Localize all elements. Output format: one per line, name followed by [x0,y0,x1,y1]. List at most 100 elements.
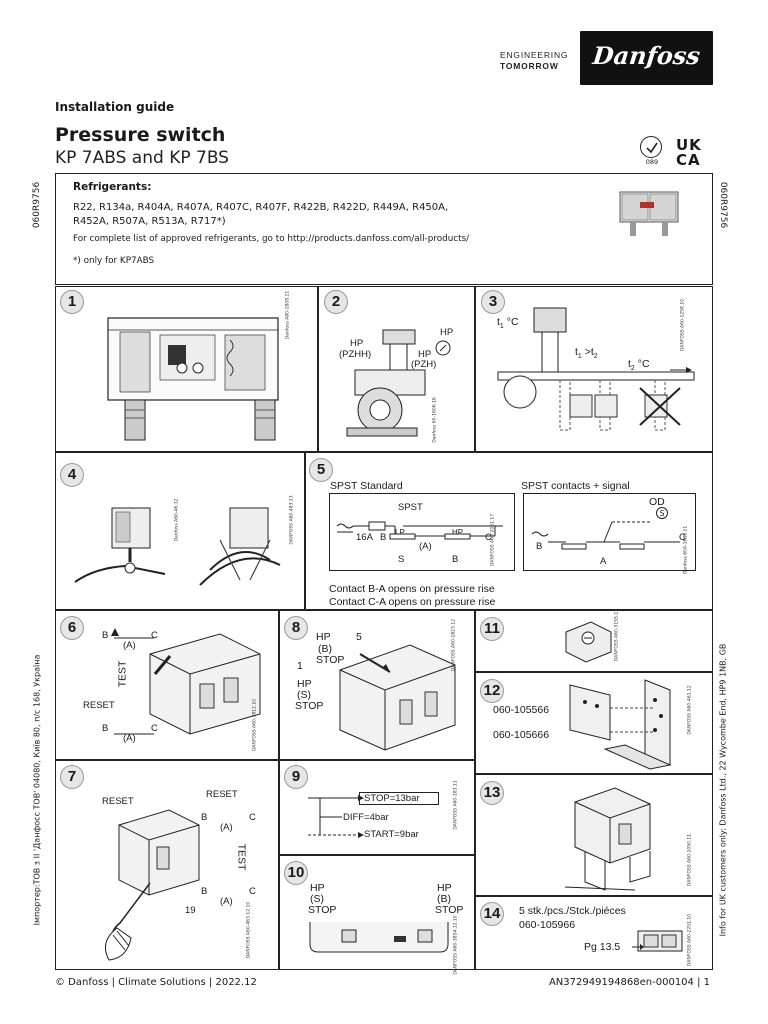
hp-setting-diagram [339,644,456,751]
t2-label: t2 °C [628,358,650,373]
wall-bracket-mounting-diagram [564,787,651,891]
refrigerants-heading: Refrigerants: [73,181,152,193]
hp-pzh-label: (PZH) [411,359,437,370]
section-4-frame [55,452,305,610]
spst-signal-title: SPST contacts + signal [521,480,630,492]
left-doc-code: 060R9756 [32,181,42,229]
s8-screw-1: 1 [297,660,303,672]
ukca-line-1: UK [676,136,702,154]
temperature-condition: t1 >t2 [575,346,598,361]
s7-contact-b-2: B [201,886,208,897]
section-8-code: DANFOSS A60-1823.12 [451,618,457,672]
section-6-code: DANFOSS A60-3812.10 [252,698,258,752]
s10-b-label: (B) [437,893,451,905]
bracket-part-1: 060-105566 [493,704,550,716]
wrench-mounting-diagram [74,507,281,586]
s7-contact-a-2: (A) [220,896,233,907]
cert-number: 089 [645,158,659,166]
bracket-part-2: 060-105666 [493,729,550,741]
doc-type: Installation guide [55,100,175,114]
s6-contact-b-2: B [102,723,109,734]
danfoss-logo-text: Danfoss [591,41,702,70]
section-6-frame [55,610,279,760]
section-1-frame [55,286,318,452]
s10-stop-label-2: STOP [435,904,464,916]
s6-reset-label: RESET [83,700,115,711]
s8-stop-label-2: STOP [295,700,324,712]
diff-value: DIFF=4bar [343,812,389,823]
refrigerants-list: R22, R134a, R404A, R407A, R407C, R407F, … [73,202,449,227]
ukca-line-2: CA [676,151,701,169]
hp-label-1: HP [350,338,364,349]
danfoss-logo: Danfoss [580,31,713,85]
contact-b-bottom: B [452,554,459,565]
s6-contact-a-1: (A) [123,640,136,651]
contact-a-right: A [600,556,607,567]
section-14-frame [475,896,713,970]
spst-signal-circuit [531,521,680,550]
cable-gland-diagram [632,930,683,952]
s7-reset-label-1: RESET [102,796,134,807]
engineering-tomorrow-tagline: ENGINEERING TOMORROW [500,50,570,72]
switch-internal-diagram [107,317,279,441]
right-doc-code: 060R9756 [718,181,728,229]
section-10-number: 10 [284,861,308,885]
section-13-number: 13 [480,781,504,805]
ukca-mark: UK CA [676,138,702,168]
section-14-code: DANFOSS A60-2251.10 [687,913,693,967]
s7-reset-label-2: RESET [206,789,238,800]
section-4-number: 4 [60,463,84,487]
s7-contact-b-1: B [201,812,208,823]
refrigerants-note: *) only for KP7ABS [73,256,155,266]
section-9-frame [279,760,475,855]
section-13-frame [475,774,713,896]
s8-s-label: (S) [297,689,311,701]
section-12-code: DANFOSS A60-461.12 [687,685,693,735]
s10-hp-label-2: HP [437,882,452,894]
t1-label: t1 °C [497,316,519,331]
gland-part-number: 060-105966 [519,919,576,931]
section-5-frame [305,452,713,610]
switch-front-panel [309,922,449,953]
compressor-diagram [346,329,451,437]
s7-test-label: TEST [235,843,248,871]
check-mark-icon [646,142,658,154]
spst-label: SPST [398,502,423,513]
hp-label-3: HP [440,327,454,338]
stop-value: STOP=13bar [364,793,420,804]
footer-copyright: © Danfoss | Climate Solutions | 2022.12 [55,977,257,988]
s6-contact-c-1: C [151,630,158,641]
section-9-number: 9 [284,765,308,789]
s6-contact-a-2: (A) [123,733,136,744]
section-13-code: DANFOSS A60-1050.11 [687,833,693,887]
contact-a-label: (A) [419,541,432,552]
section-9-code: DANFOSS A60-183.11 [453,780,459,830]
s10-stop-label-1: STOP [308,904,337,916]
s7-screw-19: 19 [185,905,196,916]
tagline-line-1: ENGINEERING [500,50,569,60]
uk-customer-info: Info for UK customers only: Danfoss Ltd.… [718,643,728,937]
fuse-label: 16A [356,532,373,543]
section-7-code: DANFOSS A60-463.12.10 [246,901,252,959]
section-3-frame [475,286,713,452]
refrigerants-link-text: For complete list of approved refrigeran… [73,234,470,244]
section-6-number: 6 [60,616,84,640]
spst-circuit [336,521,503,540]
s8-b-label: (B) [318,643,332,655]
lp-label: LP [395,528,405,537]
footer-doc-number: AN372949194868en-000104 | 1 [548,977,710,988]
section-7-frame [55,760,279,970]
hp-contact-label: HP [452,528,464,537]
section-1-number: 1 [60,290,84,314]
screwdriver-reset-diagram [104,809,200,961]
section-3-number: 3 [481,290,505,314]
hp-pzhh-label: (PZHH) [339,349,372,360]
section-12-number: 12 [480,679,504,703]
hp-label-2: HP [418,349,432,360]
section-8-frame [279,610,475,760]
section-4-code-a: Danfoss A60-46.12 [174,498,180,542]
pressure-setting-arrows [308,795,364,838]
capillary-installation-diagram [497,307,695,431]
reset-test-diagram [111,628,261,735]
s8-hp-label-1: HP [316,631,331,643]
